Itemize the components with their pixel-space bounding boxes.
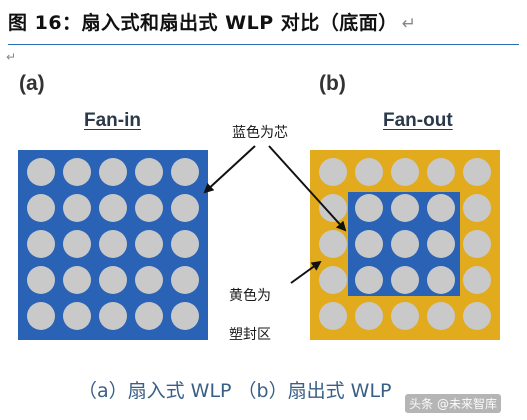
fan-in-solder-ball (99, 266, 127, 294)
title-divider (8, 44, 519, 45)
fan-in-solder-ball (99, 158, 127, 186)
fan-out-solder-ball (391, 158, 419, 186)
fan-out-solder-ball (355, 302, 383, 330)
fan-out-solder-ball (391, 230, 419, 258)
fan-out-solder-ball (319, 230, 347, 258)
fan-out-solder-ball (355, 158, 383, 186)
fan-out-package (310, 150, 500, 340)
fan-in-solder-ball (27, 230, 55, 258)
fan-out-solder-ball (391, 266, 419, 294)
arrow-to-mold-area (290, 260, 322, 284)
fan-in-solder-ball (135, 230, 163, 258)
paragraph-return-icon-2: ↵ (6, 50, 17, 64)
fan-out-solder-ball (463, 230, 491, 258)
yellow-mold-annotation-line2: 塑封区 (229, 327, 271, 343)
fan-in-solder-ball (171, 230, 199, 258)
fan-in-solder-ball (27, 194, 55, 222)
fan-out-solder-balls (319, 158, 491, 330)
fan-out-solder-ball (319, 266, 347, 294)
fan-in-solder-ball (135, 158, 163, 186)
fan-in-solder-ball (135, 302, 163, 330)
fan-in-solder-ball (135, 194, 163, 222)
fan-out-solder-ball (463, 158, 491, 186)
fan-in-solder-ball (63, 158, 91, 186)
fan-out-solder-ball (355, 194, 383, 222)
fan-in-solder-ball (99, 302, 127, 330)
figure-title-text: 图 16：扇入式和扇出式 WLP 对比（底面） (8, 12, 398, 34)
arrow-to-fan-out-chip (268, 145, 347, 232)
panel-a-label: (a) (19, 72, 45, 95)
fan-out-solder-ball (427, 194, 455, 222)
paragraph-return-icon: ↵ (401, 14, 417, 34)
fan-out-solder-ball (355, 230, 383, 258)
fan-out-solder-ball (355, 266, 383, 294)
fan-out-solder-ball (427, 266, 455, 294)
fan-in-solder-ball (27, 158, 55, 186)
fan-out-solder-ball (319, 194, 347, 222)
fan-out-solder-ball (391, 194, 419, 222)
fan-out-solder-ball (463, 266, 491, 294)
fan-in-solder-ball (27, 266, 55, 294)
watermark: 头条 @未来智库 (405, 394, 501, 413)
fan-out-solder-ball (391, 302, 419, 330)
fan-in-solder-ball (171, 302, 199, 330)
yellow-mold-annotation-line1: 黄色为 (229, 288, 271, 304)
fan-out-solder-ball (463, 302, 491, 330)
fan-in-solder-ball (171, 194, 199, 222)
figure-title: 图 16：扇入式和扇出式 WLP 对比（底面）↵ (8, 8, 417, 35)
panel-b-label: (b) (319, 72, 346, 95)
fan-out-solder-ball (319, 158, 347, 186)
fan-in-solder-ball (135, 266, 163, 294)
fan-out-solder-ball (427, 158, 455, 186)
blue-chip-annotation: 蓝色为芯 (232, 125, 288, 141)
fan-in-solder-ball (63, 194, 91, 222)
fan-out-solder-ball (427, 302, 455, 330)
fan-in-heading: Fan-in (84, 110, 141, 131)
fan-out-heading: Fan-out (383, 110, 453, 131)
fan-out-solder-ball (427, 230, 455, 258)
fan-in-solder-ball (171, 266, 199, 294)
arrow-to-fan-in-chip (203, 145, 256, 194)
fan-in-package (18, 150, 208, 340)
fan-in-solder-ball (171, 158, 199, 186)
fan-out-solder-ball (319, 302, 347, 330)
fan-in-solder-ball (99, 194, 127, 222)
figure-caption: （a）扇入式 WLP （b）扇出式 WLP (78, 380, 392, 402)
fan-in-solder-ball (63, 302, 91, 330)
fan-in-solder-ball (63, 266, 91, 294)
fan-in-solder-ball (99, 230, 127, 258)
fan-in-solder-balls (27, 158, 199, 330)
fan-out-solder-ball (463, 194, 491, 222)
fan-in-solder-ball (63, 230, 91, 258)
fan-in-solder-ball (27, 302, 55, 330)
